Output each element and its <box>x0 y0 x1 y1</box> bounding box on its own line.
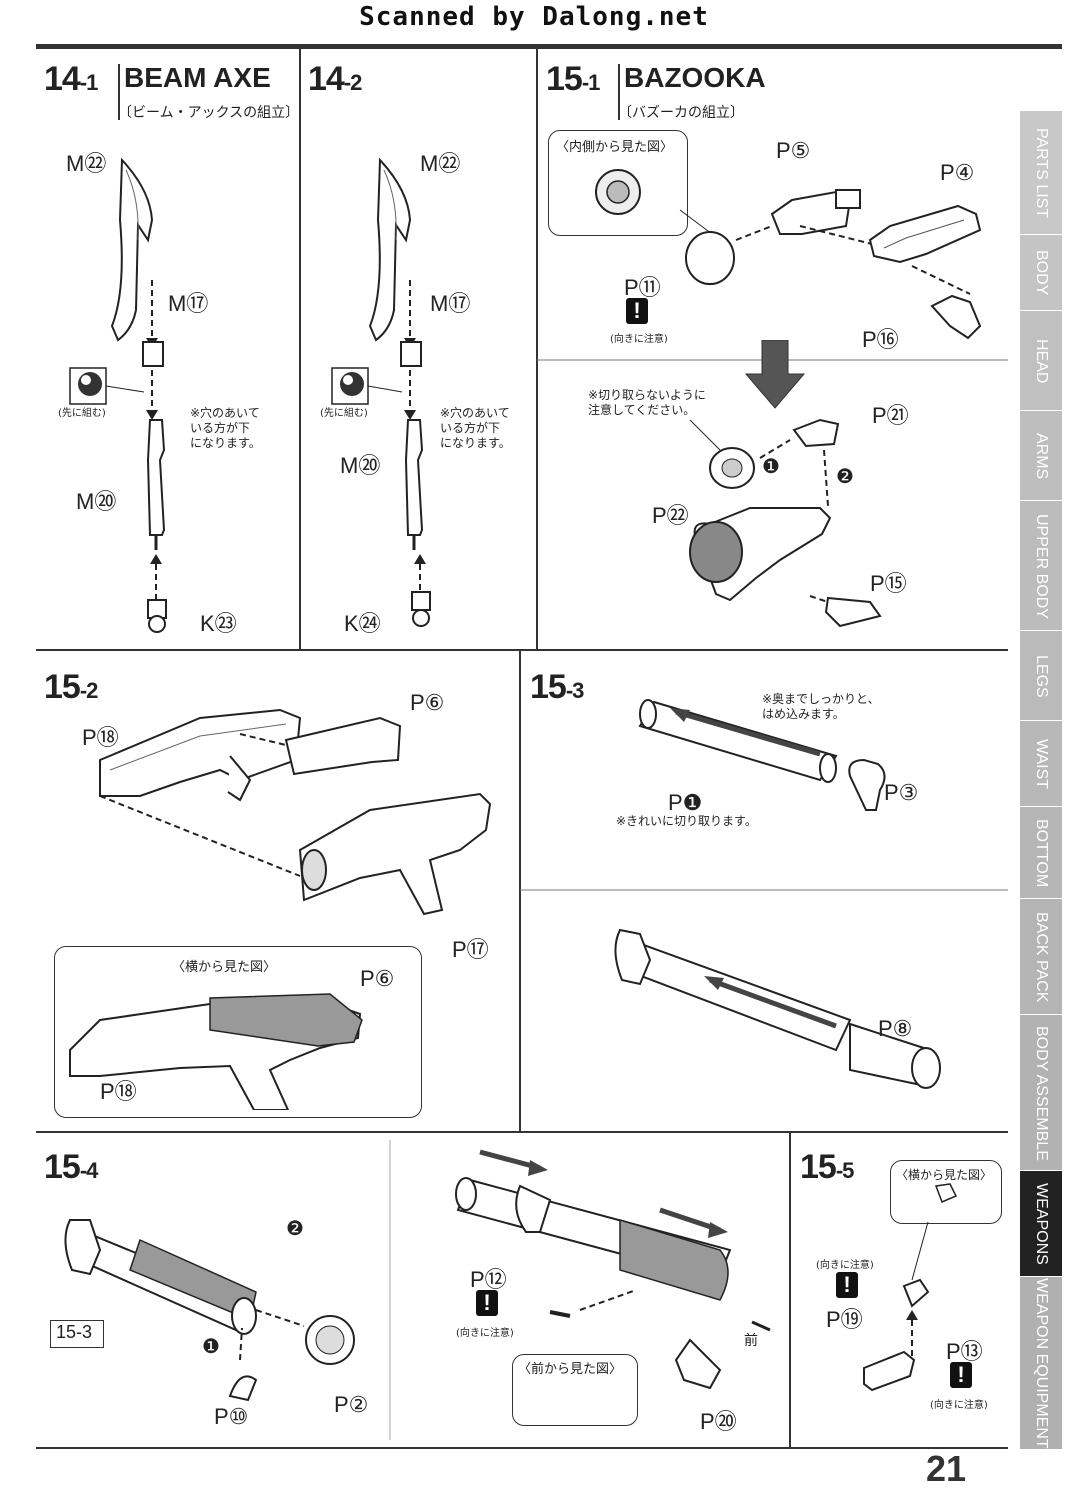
side-label-p18: P⑱ <box>100 1079 137 1104</box>
label-p11: P⑪ <box>624 275 661 300</box>
label-p4: P④ <box>940 160 975 185</box>
label-p18: P⑱ <box>82 725 119 750</box>
tab-bottom[interactable]: BOTTOM <box>1020 806 1062 899</box>
label-k23: K㉓ <box>200 611 237 636</box>
beam-axe-diagram <box>69 157 167 633</box>
caution-icon-left: ! <box>836 1272 858 1298</box>
label-m20: M⑳ <box>76 489 117 514</box>
tab-arms[interactable]: ARMS <box>1020 410 1062 501</box>
push-note: ※奥までしっかりと、 はめ込みます。 <box>762 692 880 721</box>
step-subtitle: 〔バズーカの組立〕 <box>618 105 744 121</box>
label-p22: P㉒ <box>652 503 689 528</box>
label-p6: P⑥ <box>410 690 445 715</box>
caution-note: (向きに注意) <box>456 1328 514 1339</box>
label-p5: P⑤ <box>776 138 811 163</box>
step-number: 15-2 <box>44 668 98 706</box>
tab-head[interactable]: HEAD <box>1020 310 1062 411</box>
label-p20: P⑳ <box>700 1409 737 1434</box>
grip-diagram <box>863 1183 958 1392</box>
step-number: 15-3 <box>530 668 584 706</box>
tab-back-pack[interactable]: BACK PACK <box>1020 898 1062 1015</box>
step-number: 14-2 <box>308 60 362 98</box>
label-p16: P⑯ <box>862 327 899 352</box>
caution-icon: ! <box>626 298 648 324</box>
marker-2: ❷ <box>286 1218 304 1240</box>
side-view-caption: 〈横から見た図〉 <box>896 1168 993 1182</box>
side-view-caption: 〈横から見た図〉 <box>172 960 277 975</box>
barrel-diagram <box>638 699 886 811</box>
tab-body-assemble[interactable]: BODY ASSEMBLE <box>1020 1014 1062 1171</box>
step-subtitle: 〔ビーム・アックスの組立〕 <box>118 105 300 121</box>
step-number: 15-1 <box>546 60 600 98</box>
label-m17: M⑰ <box>168 291 209 316</box>
label-m17: M⑰ <box>430 291 471 316</box>
page-number: 21 <box>926 1448 967 1489</box>
label-p2: P② <box>334 1392 369 1417</box>
label-p17: P⑰ <box>452 937 489 962</box>
caution-icon: ! <box>476 1290 498 1316</box>
label-m20: M⑳ <box>340 453 381 478</box>
inside-view-caption: 〈内側から見た図〉 <box>556 140 674 155</box>
label-p12: P⑫ <box>470 1267 507 1292</box>
label-p15: P⑮ <box>870 571 907 596</box>
cut-note: ※きれいに切り取ります。 <box>616 814 757 828</box>
beam-axe-variant-diagram <box>331 157 431 627</box>
bazooka-top-diagram <box>595 169 982 340</box>
front-view-box <box>512 1354 638 1426</box>
bazooka-body-diagram <box>99 708 492 916</box>
barrel-assembled-diagram <box>614 928 941 1089</box>
step-title: BEAM AXE <box>124 62 271 93</box>
label-p8: P⑧ <box>878 1016 913 1041</box>
marker-1: ❶ <box>202 1336 220 1358</box>
label-p10: P⑩ <box>214 1404 249 1429</box>
marker-1: ❶ <box>762 456 780 478</box>
pre-assemble-note: (先に組む) <box>58 408 106 419</box>
step-number: 15-4 <box>44 1148 98 1186</box>
marker-2: ❷ <box>836 466 854 488</box>
inside-view-box <box>548 130 688 236</box>
hole-note: ※穴のあいて いる方が下 になります。 <box>440 406 511 450</box>
tab-upper-body[interactable]: UPPER BODY <box>1020 500 1062 631</box>
reference-box <box>50 1320 104 1348</box>
caution-icon-right: ! <box>950 1362 972 1388</box>
label-m22: M㉒ <box>420 151 461 176</box>
reference-label: 15-3 <box>56 1322 93 1342</box>
barrel-cap-diagram <box>64 1219 355 1402</box>
front-view-caption: 〈前から見た図〉 <box>518 1362 623 1377</box>
tab-weapon-equipment[interactable]: WEAPON EQUIPMENT <box>1020 1276 1062 1449</box>
label-p13: P⑬ <box>946 1339 983 1364</box>
side-label-p6: P⑥ <box>360 966 395 991</box>
no-cut-note: ※切り取らないように 注意してください。 <box>588 388 706 417</box>
front-direction: 前 <box>744 1332 758 1348</box>
bazooka-assembly-diagram <box>689 340 882 628</box>
top-rule <box>36 44 1062 49</box>
tab-weapons[interactable]: WEAPONS <box>1020 1170 1062 1277</box>
label-p3: P③ <box>884 780 919 805</box>
step-number: 15-5 <box>800 1148 854 1186</box>
step-title: BAZOOKA <box>624 62 766 93</box>
tab-parts-list[interactable]: PARTS LIST <box>1020 110 1062 235</box>
caution-note-left: (向きに注意) <box>816 1260 874 1271</box>
caution-note: (向きに注意) <box>610 334 668 345</box>
side-view-diagram <box>69 993 363 1110</box>
bazooka-strap-diagram <box>455 1149 771 1390</box>
scanned-header: Scanned by Dalong.net <box>359 2 709 32</box>
caution-note-right: (向きに注意) <box>930 1400 988 1411</box>
label-p21: P㉑ <box>872 403 909 428</box>
label-p1: P❶ <box>668 790 703 815</box>
label-p19: P⑲ <box>826 1307 863 1332</box>
label-k24: K㉔ <box>344 611 381 636</box>
tab-body[interactable]: BODY <box>1020 234 1062 311</box>
hole-note: ※穴のあいて いる方が下 になります。 <box>190 406 261 450</box>
tab-legs[interactable]: LEGS <box>1020 630 1062 721</box>
tab-waist[interactable]: WAIST <box>1020 720 1062 807</box>
label-m22: M㉒ <box>66 151 107 176</box>
pre-assemble-note: (先に組む) <box>320 408 368 419</box>
step-number: 14-1 <box>44 60 98 98</box>
